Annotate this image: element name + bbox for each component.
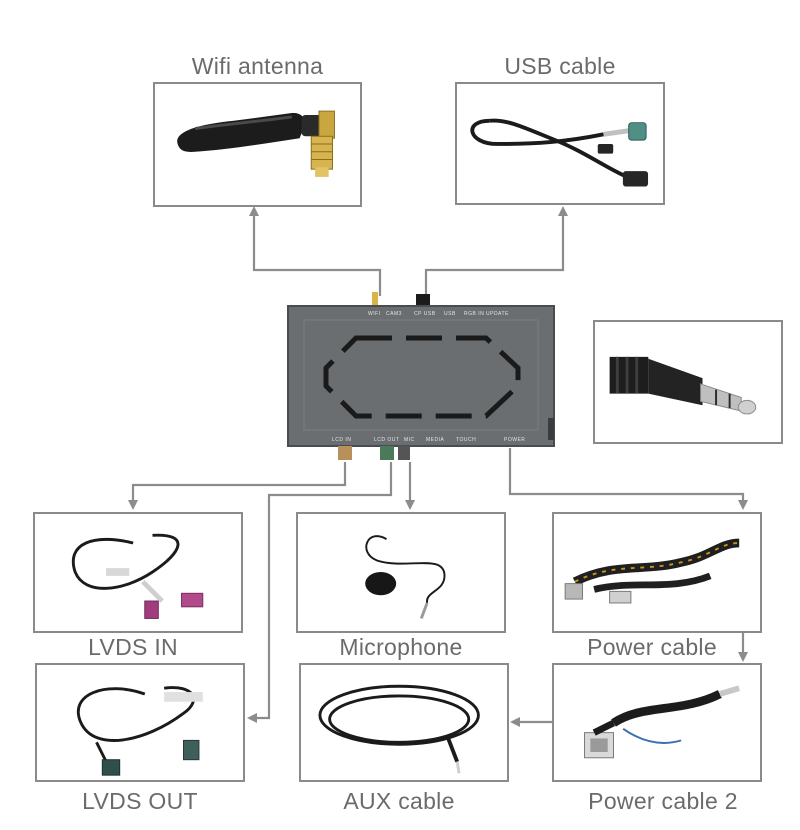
aux-cable-label: AUX cable bbox=[343, 788, 455, 814]
arrow-to-power-cable bbox=[508, 448, 748, 510]
microphone-label: Microphone bbox=[339, 634, 463, 660]
port-label-top-1: CAM3 bbox=[386, 311, 402, 317]
port-label-top-0: WIFI bbox=[368, 311, 381, 317]
microphone-image bbox=[365, 535, 446, 619]
usb-cable-image bbox=[470, 118, 649, 187]
port-label-bottom-0: LCD IN bbox=[332, 437, 351, 443]
port-label-top-4: RGB IN bbox=[464, 311, 484, 317]
wifi-antenna-image bbox=[177, 110, 335, 177]
port-label-bottom-2: MIC bbox=[404, 437, 415, 443]
arrow-to-lvds-out bbox=[247, 462, 393, 723]
lvds-out-image bbox=[77, 686, 203, 776]
lvds-in-label: LVDS IN bbox=[88, 634, 178, 660]
port-label-bottom-4: TOUCH bbox=[456, 437, 476, 443]
port-label-bottom-1: LCD OUT bbox=[374, 437, 399, 443]
power-cable-2-image bbox=[584, 685, 740, 759]
port-label-top-2: CP USB bbox=[414, 311, 436, 317]
power-cable-label: Power cable bbox=[587, 634, 717, 660]
microphone-frame bbox=[296, 512, 506, 633]
aux-cable-image bbox=[318, 684, 480, 774]
lvds-in-image bbox=[71, 533, 204, 619]
power-cable-2-label: Power cable 2 bbox=[588, 788, 738, 814]
port-label-top-3: USB bbox=[444, 311, 456, 317]
wifi-antenna-label: Wifi antenna bbox=[191, 53, 324, 79]
arrow-to-lvds-in bbox=[128, 462, 347, 510]
port-label-bottom-5: POWER bbox=[504, 437, 525, 443]
port-label-bottom-3: MEDIA bbox=[426, 437, 445, 443]
port-label-top-5: UPDATE bbox=[486, 311, 509, 317]
audio-jack-image bbox=[609, 356, 757, 415]
arrow-to-wifi-antenna bbox=[249, 206, 382, 296]
power-cable-frame bbox=[552, 512, 762, 633]
usb-cable-label: USB cable bbox=[504, 53, 616, 79]
lvds-in-frame bbox=[33, 512, 243, 633]
wifi-antenna-frame bbox=[153, 82, 362, 207]
power-cable-2-frame bbox=[552, 663, 762, 782]
aux-cable-frame bbox=[299, 663, 509, 782]
lvds-out-label: LVDS OUT bbox=[82, 788, 198, 814]
usb-cable-frame bbox=[455, 82, 665, 205]
arrow-to-usb-cable bbox=[424, 206, 568, 296]
audio-jack-frame bbox=[593, 320, 783, 444]
lvds-out-frame bbox=[35, 663, 245, 782]
power-cable-image bbox=[564, 538, 740, 604]
